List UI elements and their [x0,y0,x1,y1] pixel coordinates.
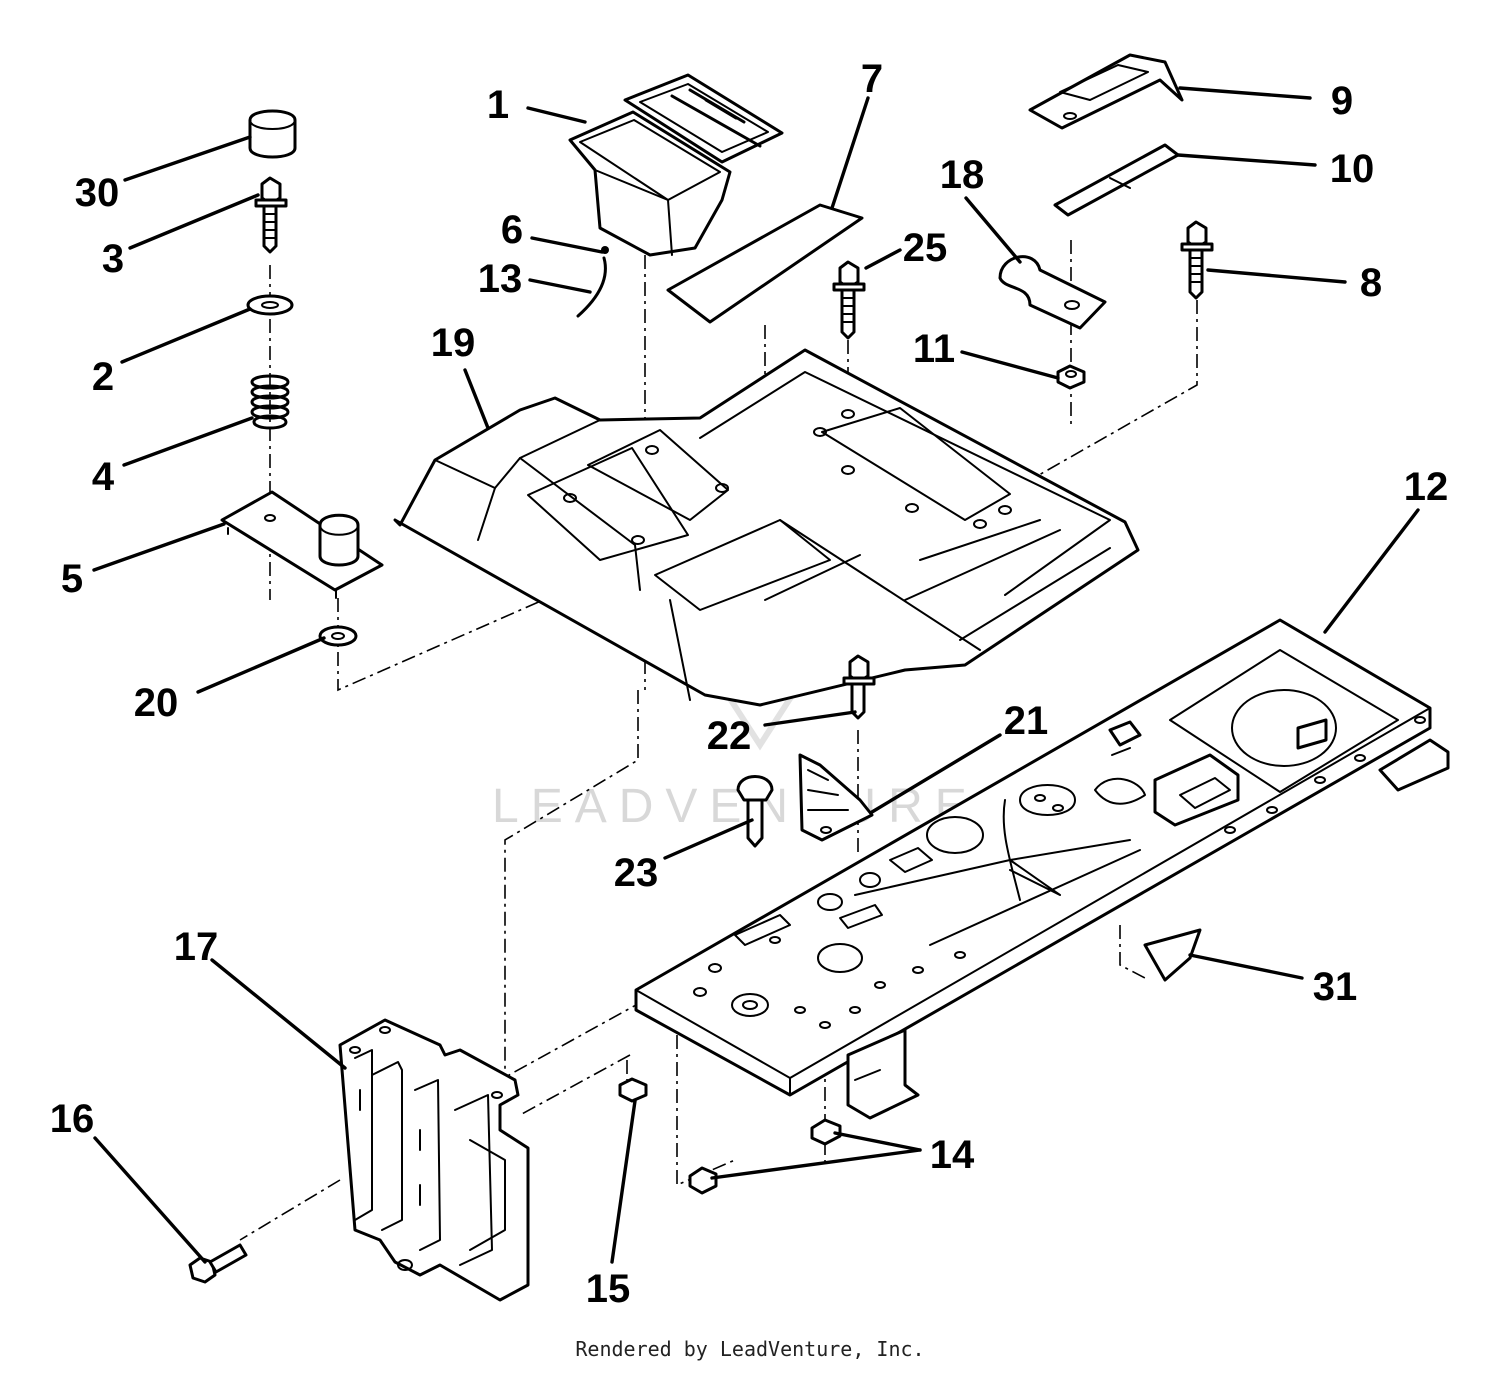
callout-1: 1 [487,83,509,127]
callout-7: 7 [861,57,883,101]
callout-22: 22 [707,714,752,758]
bolt-part-22 [842,654,876,720]
callout-14: 14 [930,1133,975,1177]
nut-part-15 [618,1077,648,1103]
callout-21: 21 [1004,699,1049,743]
spring-part-4 [250,374,290,430]
callout-5: 5 [61,557,83,601]
bolt-part-8 [1180,220,1214,300]
callout-18: 18 [940,153,985,197]
washer-part-2 [246,294,294,316]
callout-labels: 1 2 3 4 5 6 7 8 9 10 11 12 13 14 15 16 1… [50,57,1449,1311]
plate-part-17 [338,1018,530,1302]
bolt-part-25 [832,260,866,340]
callout-4: 4 [92,455,115,499]
leader-lines [92,86,1420,1264]
callout-2: 2 [92,355,114,399]
callout-11: 11 [913,327,955,371]
callout-31: 31 [1313,965,1358,1009]
callout-30: 30 [75,171,120,215]
footer-credit: Rendered by LeadVenture, Inc. [575,1337,925,1361]
cover-part-9 [1028,53,1184,130]
callout-23: 23 [614,851,659,895]
callout-16: 16 [50,1097,95,1141]
nut-part-14a [810,1118,842,1146]
callout-15: 15 [586,1267,631,1311]
nut-part-14b [688,1166,718,1195]
body-panel-part-19 [393,348,1140,707]
clamp-part-18 [998,255,1107,330]
callout-6: 6 [501,208,523,252]
cap-part-30 [248,109,297,159]
callout-17: 17 [174,925,219,969]
watermark-text: LEADVENTURE [492,780,979,833]
callout-10: 10 [1330,147,1375,191]
callout-20: 20 [134,681,179,725]
bolt-part-16 [188,1243,248,1284]
nut-part-11 [1056,364,1086,390]
bracket-part-21 [798,753,874,842]
callout-12: 12 [1404,465,1449,509]
callout-13: 13 [478,257,523,301]
callout-19: 19 [431,321,476,365]
bracket-part-10 [1053,143,1180,217]
bracket-part-31 [1143,928,1202,982]
bolt-part-3 [254,176,288,254]
washer-part-20 [318,625,358,647]
callout-3: 3 [102,237,124,281]
plate-part-5 [220,490,384,599]
frame-part-12 [634,618,1450,1120]
callout-8: 8 [1360,261,1382,305]
tube-part-13 [576,256,607,318]
decal-part-7 [666,203,864,324]
callout-25: 25 [903,226,948,270]
bolt-part-23 [736,775,774,848]
tray-part-1 [568,73,784,257]
callout-9: 9 [1331,79,1353,123]
